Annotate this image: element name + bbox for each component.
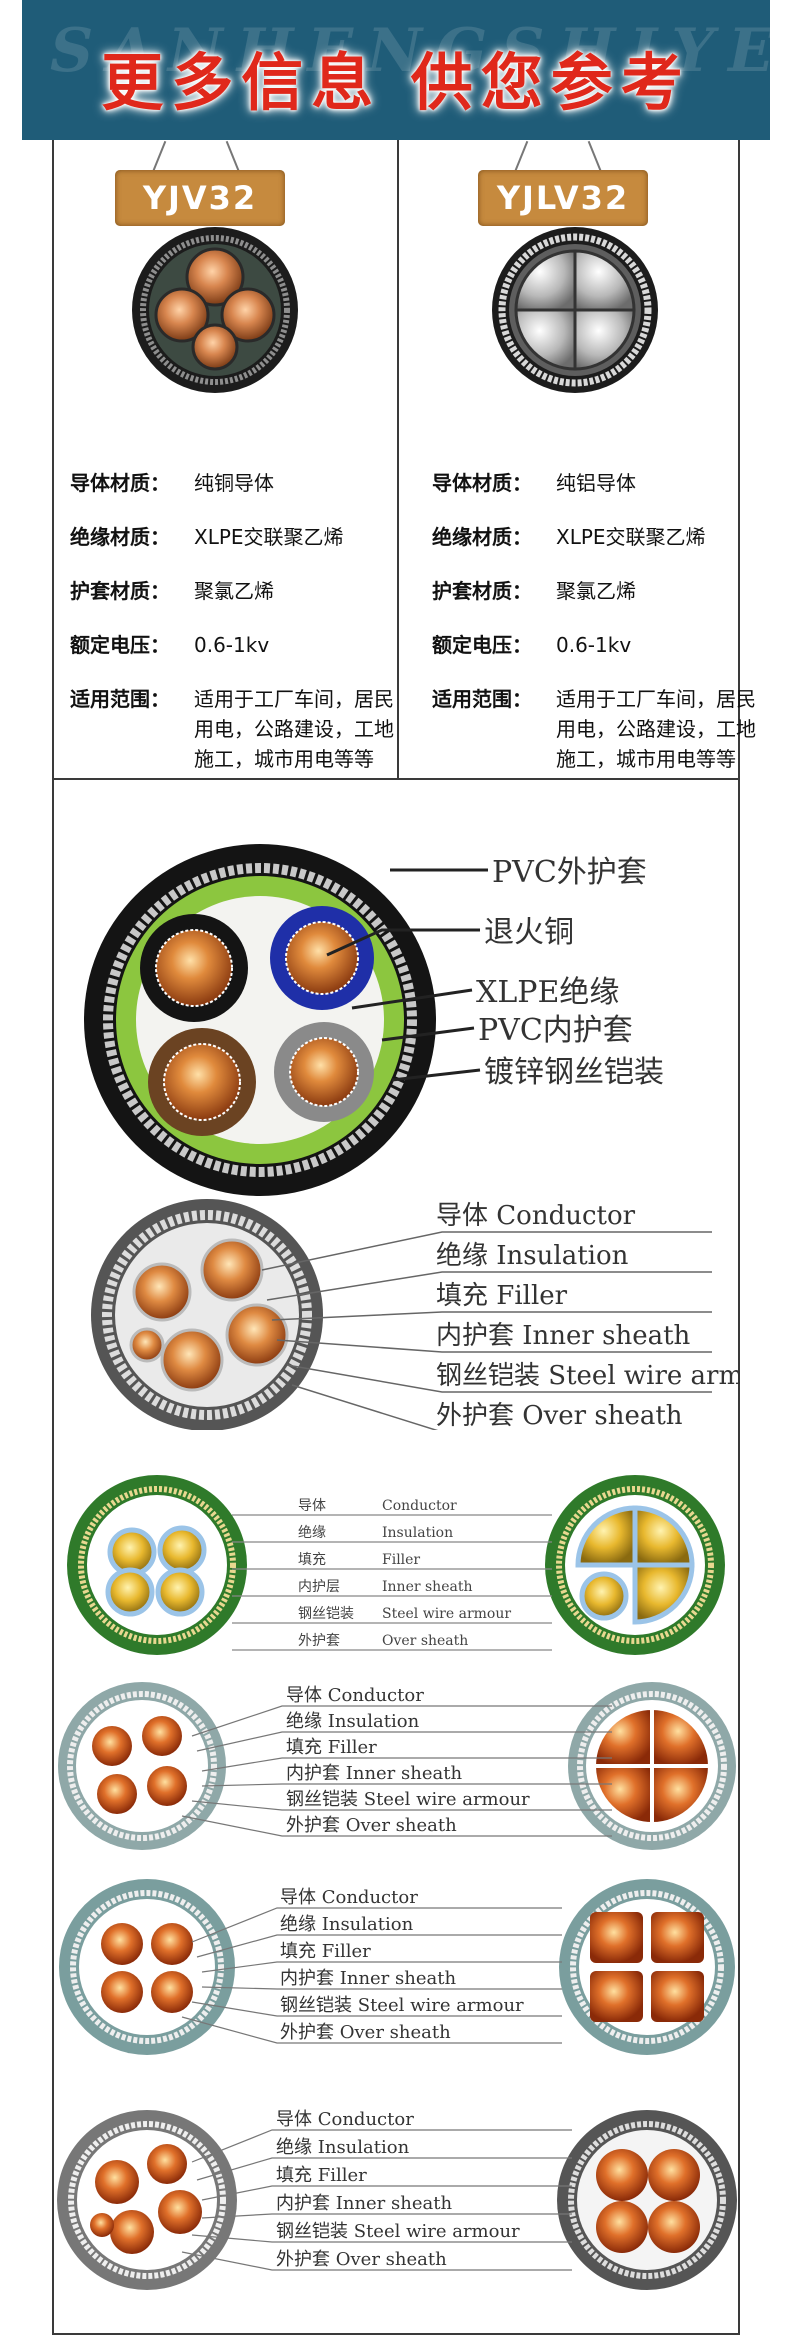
diagram-1-cable-structure: PVC外护套 退火铜 XLPE绝缘 PVC内护套 镀锌钢丝铠装 [84, 844, 664, 1196]
column-divider [397, 140, 399, 780]
diagram-1-label: PVC外护套 [492, 855, 647, 890]
diagram-5-label: 内护套 Inner sheath [280, 1968, 456, 1989]
header-banner: SANHENGSHIYE 更多信息 供您参考 [22, 0, 770, 140]
diagram-4-label: 导体 Conductor [286, 1685, 424, 1706]
diagram-6-label: 内护套 Inner sheath [276, 2193, 452, 2214]
diagram-3-label-en: Steel wire armour [382, 1606, 511, 1622]
product-label-yjv32: YJV32 [115, 170, 285, 226]
diagram-5-label: 填充 Filler [280, 1941, 371, 1962]
diagram-3-label-cn: 外护套 [298, 1633, 340, 1649]
diagram-4-cable-structure: 导体 Conductor 绝缘 Insulation 填充 Filler 内护套… [58, 1682, 736, 1850]
diagram-5-label: 导体 Conductor [280, 1887, 418, 1908]
yjlv32-cross-section-image [492, 227, 658, 393]
diagram-4-label: 外护套 Over sheath [286, 1815, 457, 1836]
diagram-1-label: 退火铜 [484, 915, 574, 950]
diagram-3-label-en: Conductor [382, 1498, 457, 1514]
yjv32-cross-section-image [132, 227, 298, 393]
diagram-3-cable-structure: 导体 Conductor 绝缘 Insulation 填充 Filler 内护层 Inn… [67, 1475, 725, 1655]
diagram-5-label: 钢丝铠装 Steel wire armour [280, 1995, 524, 2016]
diagram-4-label: 钢丝铠装 Steel wire armour [286, 1789, 530, 1810]
diagram-2-label: 外护套 Over sheath [436, 1401, 683, 1430]
diagram-6-cable-structure: 导体 Conductor 绝缘 Insulation 填充 Filler 内护套… [57, 2109, 737, 2290]
diagram-4-label: 填充 Filler [286, 1737, 377, 1758]
banner-title: 更多信息 供您参考 [101, 46, 691, 119]
diagram-6-label: 导体 Conductor [276, 2109, 414, 2130]
diagram-2-label: 绝缘 Insulation [436, 1241, 629, 1271]
diagram-1-label: PVC内护套 [478, 1013, 633, 1048]
diagram-6-label: 外护套 Over sheath [276, 2249, 447, 2270]
diagram-5-cable-structure: 导体 Conductor 绝缘 Insulation 填充 Filler 内护套… [59, 1879, 735, 2055]
diagram-5-label: 绝缘 Insulation [280, 1914, 414, 1935]
diagram-2-cable-structure: 导体 Conductor 绝缘 Insulation 填充 Filler 内护套… [91, 1199, 740, 1430]
diagram-4-label: 绝缘 Insulation [286, 1711, 420, 1732]
diagram-3-label-cn: 内护层 [298, 1579, 340, 1595]
banner-watermark: SANHENGSHIYE [50, 16, 770, 86]
diagram-1-label: 镀锌钢丝铠装 [484, 1055, 664, 1090]
diagram-2-label: 填充 Filler [436, 1281, 568, 1311]
diagram-5-label: 外护套 Over sheath [280, 2022, 451, 2043]
diagram-2-label: 内护套 Inner sheath [436, 1321, 691, 1351]
diagram-3-label-en: Insulation [382, 1525, 453, 1541]
diagram-3-label-en: Inner sheath [382, 1579, 472, 1595]
diagram-6-label: 钢丝铠装 Steel wire armour [276, 2221, 520, 2242]
diagram-3-label-en: Filler [382, 1552, 420, 1568]
diagram-6-label: 绝缘 Insulation [276, 2137, 410, 2158]
diagram-3-label-en: Over sheath [382, 1633, 468, 1649]
product-comparison-section [52, 140, 740, 780]
diagram-3-label-cn: 填充 [298, 1552, 326, 1568]
diagram-6-label: 填充 Filler [276, 2165, 367, 2186]
diagram-1-label: XLPE绝缘 [476, 975, 619, 1010]
diagram-3-label-cn: 导体 [298, 1498, 326, 1514]
content-frame [52, 140, 740, 2335]
product-label-yjlv32: YJLV32 [478, 170, 648, 226]
diagram-2-label: 导体 Conductor [436, 1201, 636, 1231]
diagram-4-label: 内护套 Inner sheath [286, 1763, 462, 1784]
diagram-3-label-cn: 钢丝铠装 [298, 1606, 354, 1622]
diagram-2-label: 钢丝铠装 Steel wire armour [436, 1361, 740, 1391]
diagram-3-label-cn: 绝缘 [298, 1525, 326, 1541]
